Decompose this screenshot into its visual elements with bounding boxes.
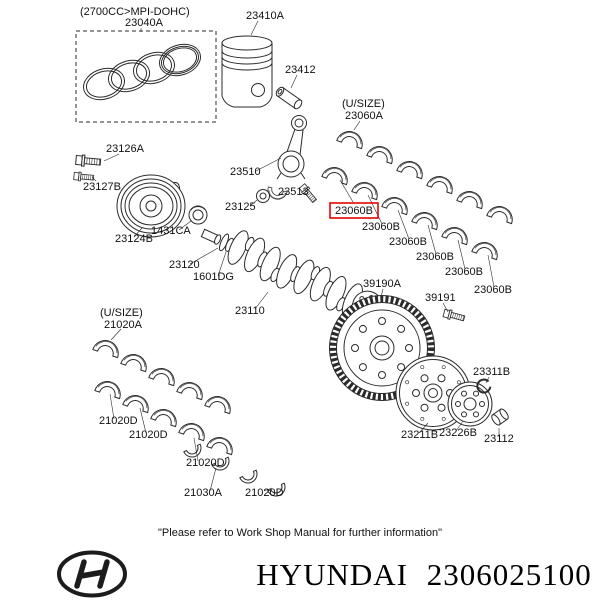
label-1601DG: 1601DG bbox=[193, 271, 234, 283]
crank-pulley-drawing bbox=[116, 174, 186, 238]
hyundai-logo bbox=[57, 550, 127, 598]
label-21020D-1: 21020D bbox=[99, 415, 138, 427]
label-23226B: 23226B bbox=[439, 427, 477, 439]
label-23110: 23110 bbox=[235, 305, 265, 317]
label-23124B: 23124B bbox=[115, 233, 153, 245]
piston-drawing bbox=[221, 35, 273, 108]
pulley-bolt-drawing bbox=[73, 154, 102, 183]
part-number: 2306025100 bbox=[427, 557, 592, 592]
workshop-manual-note: "Please refer to Work Shop Manual for fu… bbox=[158, 527, 442, 539]
label-23060B-3: 23060B bbox=[389, 236, 427, 248]
label-23060B-6: 23060B bbox=[474, 284, 512, 296]
adapter-plate-drawing bbox=[447, 381, 493, 427]
washer-cap-drawing bbox=[491, 408, 509, 426]
label-23060B-highlighted: 23060B bbox=[335, 205, 373, 217]
label-23125: 23125 bbox=[225, 201, 256, 213]
label-23060A: 23060A bbox=[345, 110, 384, 122]
crank-sprocket-small-drawing bbox=[256, 189, 270, 203]
label-23211B: 23211B bbox=[401, 429, 438, 441]
label-23112: 23112 bbox=[484, 433, 514, 445]
label-23126A: 23126A bbox=[106, 143, 145, 155]
label-23412: 23412 bbox=[285, 64, 316, 76]
label-23060B-5: 23060B bbox=[445, 266, 483, 278]
label-23510: 23510 bbox=[230, 166, 261, 178]
label-23060B-4: 23060B bbox=[416, 251, 454, 263]
label-23311B: 23311B bbox=[473, 366, 510, 378]
flywheel-bolt-drawing bbox=[442, 308, 466, 324]
label-21030A: 21030A bbox=[184, 487, 223, 499]
pilot-bearing-drawing bbox=[188, 205, 208, 225]
connecting-rod-drawing bbox=[276, 115, 307, 180]
snap-ring-drawing bbox=[476, 378, 492, 394]
brand-name: HYUNDAI bbox=[256, 557, 408, 592]
label-usize-upper: (U/SIZE) bbox=[342, 98, 385, 110]
label-21020D-3: 21020D bbox=[186, 457, 225, 469]
label-23040A: 23040A bbox=[125, 17, 164, 29]
label-21020A: 21020A bbox=[104, 319, 143, 331]
label-39191: 39191 bbox=[425, 292, 456, 304]
piston-ring-set-drawing bbox=[75, 30, 217, 123]
label-23060B-2: 23060B bbox=[362, 221, 400, 233]
label-21020D-2: 21020D bbox=[129, 429, 168, 441]
brand-and-part-number: HYUNDAI 2306025100 bbox=[256, 557, 591, 592]
label-usize-lower: (U/SIZE) bbox=[100, 307, 143, 319]
label-23513: 23513 bbox=[278, 186, 309, 198]
piston-pin-drawing bbox=[275, 86, 303, 110]
highlighted-part-box bbox=[329, 202, 379, 219]
label-39190A: 39190A bbox=[363, 278, 402, 290]
leader-lines bbox=[91, 20, 500, 492]
label-21020D-4: 21020D bbox=[245, 487, 284, 499]
label-23120: 23120 bbox=[169, 259, 200, 271]
label-23410A: 23410A bbox=[246, 10, 285, 22]
label-23127B: 23127B bbox=[83, 181, 121, 193]
label-engine-spec: (2700CC>MPI-DOHC) bbox=[80, 6, 190, 18]
label-1431CA: 1431CA bbox=[151, 225, 191, 237]
